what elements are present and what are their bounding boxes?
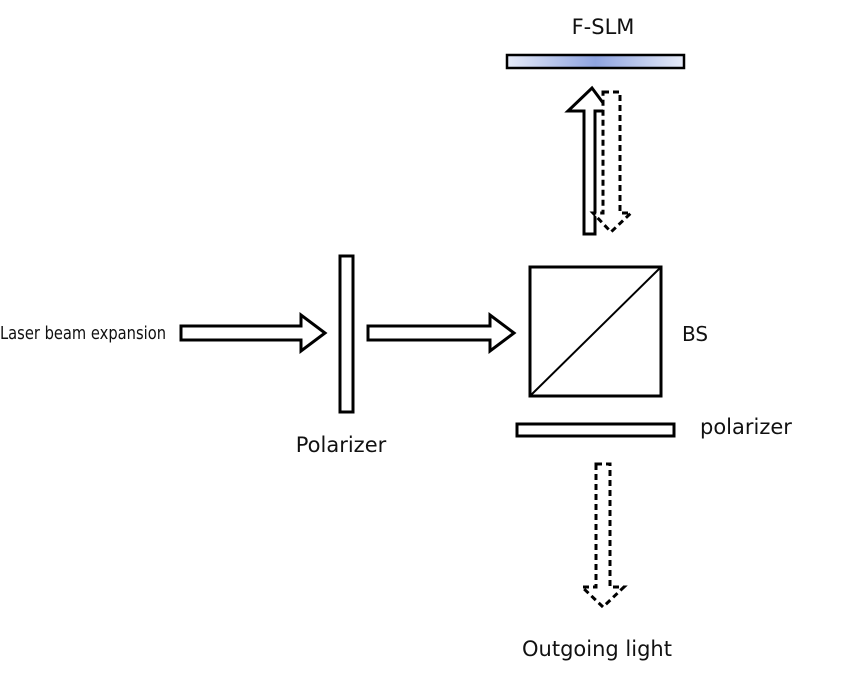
reflected-beam-down-arrow bbox=[589, 90, 635, 235]
input-beam-label: Laser beam expansion bbox=[0, 323, 166, 344]
output-polarizer bbox=[515, 422, 676, 438]
input-polarizer bbox=[338, 254, 355, 414]
output-polarizer-label: polarizer bbox=[700, 415, 792, 439]
output-beam-label: Outgoing light bbox=[522, 637, 672, 661]
polarized-beam-arrow bbox=[366, 312, 517, 354]
f-slm-device bbox=[505, 53, 686, 70]
input-polarizer-label: Polarizer bbox=[296, 433, 387, 457]
input-beam-arrow bbox=[179, 312, 328, 354]
outgoing-beam-arrow bbox=[578, 462, 628, 610]
beam-splitter-diagonal bbox=[529, 266, 662, 397]
beam-splitter-label: BS bbox=[682, 322, 708, 346]
slm-label: F-SLM bbox=[572, 15, 635, 39]
